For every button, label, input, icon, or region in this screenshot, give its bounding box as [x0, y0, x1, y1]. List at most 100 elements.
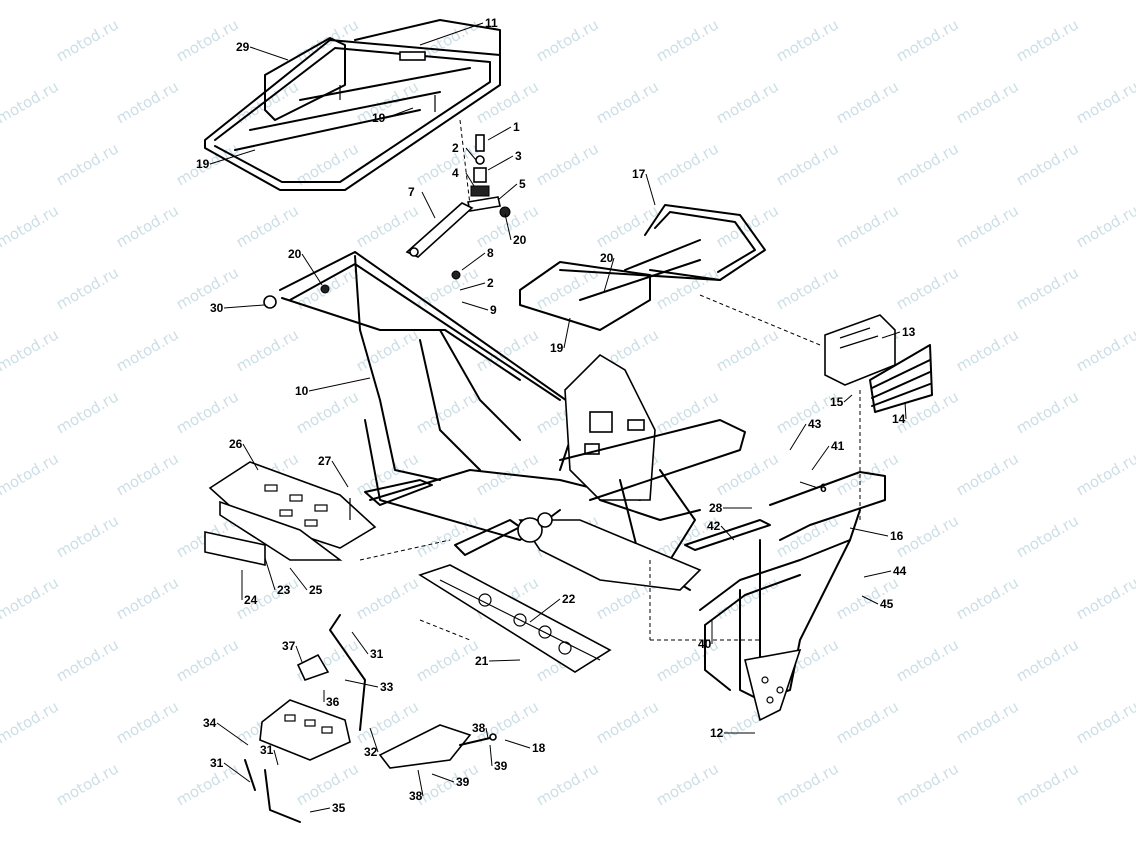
watermark-text: motod.ru — [713, 325, 782, 375]
callout-leader — [799, 481, 819, 489]
callout-label: 11 — [485, 16, 498, 30]
watermark-text: motod.ru — [1013, 635, 1082, 685]
watermark-text: motod.ru — [53, 635, 122, 685]
callout-leader — [431, 773, 455, 783]
callout-leader — [216, 722, 249, 746]
watermark-text: motod.ru — [0, 15, 2, 65]
callout-leader — [489, 744, 493, 767]
watermark-text: motod.ru — [473, 0, 542, 3]
watermark-text: motod.ru — [833, 697, 902, 747]
watermark-text: motod.ru — [1073, 325, 1136, 375]
watermark-text: motod.ru — [713, 449, 782, 499]
watermark-text: motod.ru — [233, 201, 302, 251]
watermark-text: motod.ru — [113, 77, 182, 127]
callout-leader — [223, 304, 265, 309]
callout-leader — [351, 631, 369, 655]
watermark-text: motod.ru — [953, 77, 1022, 127]
watermark-text: motod.ru — [173, 635, 242, 685]
watermark-text: motod.ru — [893, 759, 962, 809]
callout-leader — [849, 527, 889, 537]
callout-label: 39 — [494, 759, 508, 773]
front-bumper — [684, 471, 886, 722]
callout-leader — [720, 525, 735, 541]
callout-label: 7 — [408, 185, 415, 199]
watermark-text: motod.ru — [713, 0, 782, 3]
callout-label: 1 — [513, 120, 520, 134]
callout-label: 28 — [709, 501, 723, 515]
callout-label: 45 — [880, 597, 894, 611]
watermark-text: motod.ru — [953, 697, 1022, 747]
watermark-text: motod.ru — [413, 387, 482, 437]
watermark-text: motod.ru — [0, 263, 2, 313]
main-frame — [263, 251, 746, 591]
guide-lines — [359, 294, 861, 641]
callout-leader — [295, 645, 303, 663]
watermark-text: motod.ru — [233, 0, 302, 3]
watermark-text: motod.ru — [773, 263, 842, 313]
watermark-text: motod.ru — [413, 263, 482, 313]
watermark-text: motod.ru — [1013, 139, 1082, 189]
callout-leader — [504, 739, 531, 749]
watermark-text: motod.ru — [53, 139, 122, 189]
watermark-text: motod.ru — [113, 201, 182, 251]
callout-label: 31 — [260, 743, 274, 757]
callout-leader — [881, 331, 901, 339]
watermark-text: motod.ru — [533, 15, 602, 65]
callout-label: 24 — [244, 593, 258, 607]
watermark-text: motod.ru — [113, 0, 182, 3]
callout-label: 43 — [808, 417, 822, 431]
callout-label: 12 — [710, 726, 724, 740]
watermark-text: motod.ru — [1073, 449, 1136, 499]
callout-leader — [529, 598, 561, 623]
callout-leader — [249, 46, 289, 61]
callout-leader — [421, 191, 436, 219]
watermark-text: motod.ru — [953, 0, 1022, 3]
watermark-text: motod.ru — [1013, 511, 1082, 561]
callout-leader — [301, 253, 323, 286]
callout-label: 9 — [490, 303, 497, 317]
watermark-text: motod.ru — [713, 573, 782, 623]
callout-label: 3 — [515, 149, 522, 163]
callout-label: 26 — [229, 437, 243, 451]
callout-label: 19 — [372, 111, 386, 125]
watermark-text: motod.ru — [0, 635, 2, 685]
callout-label: 18 — [532, 741, 546, 755]
watermark-text: motod.ru — [833, 77, 902, 127]
callout-leader — [331, 460, 349, 488]
watermark-text: motod.ru — [53, 387, 122, 437]
callout-leader — [485, 727, 489, 739]
callout-label: 31 — [370, 647, 384, 661]
watermark-text: motod.ru — [353, 325, 422, 375]
watermark-text: motod.ru — [0, 201, 62, 251]
callout-leader — [273, 749, 279, 766]
watermark-text: motod.ru — [653, 139, 722, 189]
callout-label: 4 — [452, 166, 459, 180]
callout-label: 14 — [892, 412, 906, 426]
callout-leader — [645, 173, 656, 206]
watermark-text: motod.ru — [353, 201, 422, 251]
callout-leader — [789, 423, 807, 451]
watermark-text: motod.ru — [473, 325, 542, 375]
watermark-text: motod.ru — [293, 759, 362, 809]
callout-label: 29 — [236, 40, 250, 54]
watermark-text: motod.ru — [173, 387, 242, 437]
callout-label: 2 — [487, 276, 494, 290]
callout-leader — [264, 557, 276, 591]
callout-layer: 1234567891011121314151617181920212223242… — [196, 16, 916, 815]
watermark-text: motod.ru — [833, 201, 902, 251]
callout-leader — [497, 183, 518, 201]
watermark-text: motod.ru — [233, 325, 302, 375]
callout-leader — [242, 443, 259, 471]
footrest-left — [204, 461, 377, 566]
watermark-text: motod.ru — [1073, 77, 1136, 127]
callout-leader — [385, 107, 414, 119]
foot-linkage — [244, 614, 366, 823]
callout-label: 39 — [456, 775, 470, 789]
watermark-text: motod.ru — [0, 387, 2, 437]
watermark-text: motod.ru — [773, 759, 842, 809]
callout-label: 32 — [364, 745, 378, 759]
watermark-text: motod.ru — [113, 449, 182, 499]
watermark-text: motod.ru — [1073, 201, 1136, 251]
watermark-text: motod.ru — [413, 635, 482, 685]
watermark-text: motod.ru — [0, 759, 2, 809]
